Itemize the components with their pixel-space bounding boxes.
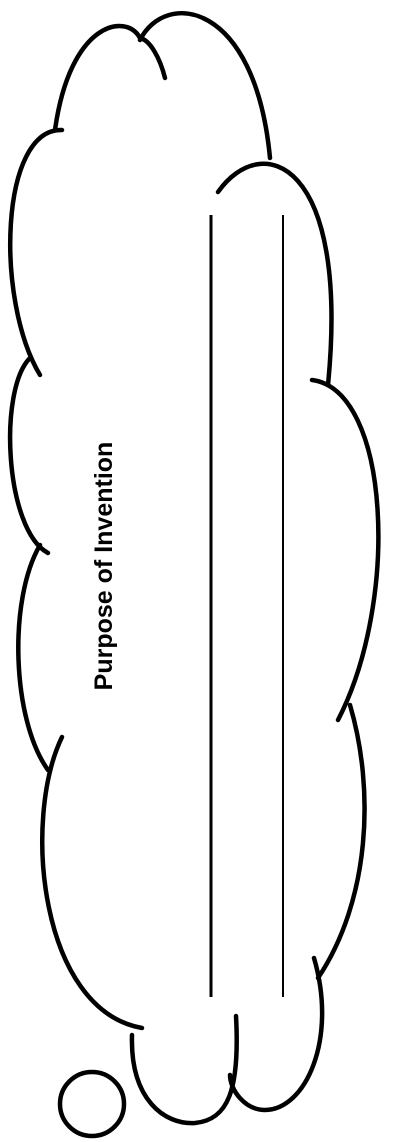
cloud-bubble-bottom-right	[230, 958, 322, 1110]
cloud-bubble-left-middle	[18, 545, 48, 770]
cloud-bubble-left-lower	[42, 737, 142, 1028]
cloud-bubble-bottom-left	[132, 1016, 237, 1123]
cloud-bubble-top-right	[140, 13, 270, 158]
page-title: Purpose of Invention	[90, 442, 118, 691]
cloud-bubble-right-lower	[318, 705, 365, 978]
cloud-bubble-left-upper	[10, 358, 48, 553]
thought-cloud	[10, 13, 378, 1136]
cloud-bubble-upper-right	[218, 164, 331, 385]
writing-lines	[211, 215, 283, 997]
cloud-bubble-top	[55, 26, 165, 130]
cloud-bubble-upper-left	[10, 130, 62, 375]
thought-bubble-small	[60, 1072, 124, 1136]
cloud-bubble-right-upper	[312, 380, 378, 720]
